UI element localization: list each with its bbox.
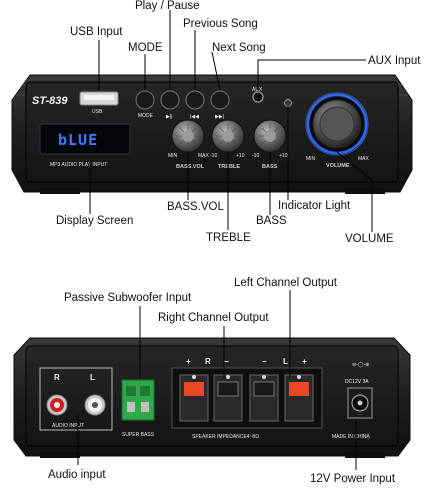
callout-volume: VOLUME [345,233,394,245]
usb-label: USB [92,109,103,115]
bass-min: -10 [252,153,259,159]
callout-display-screen: Display Screen [56,215,133,227]
treble-max: +10 [236,153,245,159]
made-in-label: MADE IN CHINA [332,434,370,440]
treble-knob[interactable] [211,119,245,153]
aux-label: AUX [252,87,263,93]
callout-bass: BASS [256,215,287,227]
audio-input-label: AUDIO INPUT [52,423,84,429]
terminal-mark: + [302,357,307,366]
callout-treble: TREBLE [206,232,251,244]
rca-left-jack[interactable] [84,394,106,416]
super-bass-label: SUPER BASS [122,432,155,438]
callout-aux-input: AUX Input [368,55,421,67]
rca-r-label: R [54,373,60,382]
audio-input-panel [39,367,113,431]
callout-lines [77,10,373,470]
mode-label: MODE [138,113,154,119]
previous-song-button[interactable]: |◀◀ [185,90,205,120]
volume-min: MIN [306,156,316,162]
callout-previous-song: Previous Song [183,18,258,30]
treble-min: -10 [210,153,217,159]
aux-jack[interactable] [252,91,264,103]
callout-usb-input: USB Input [70,26,123,38]
terminal-mark: + [186,357,191,366]
usb-port[interactable] [79,91,119,106]
mode-button[interactable] [135,90,155,110]
bass-vol-max: MAX [198,153,210,159]
dc-power-jack[interactable]: ⊖-◯-⊕ [347,362,373,419]
speaker-terminal[interactable] [284,374,314,422]
callout-indicator-light: Indicator Light [278,200,351,212]
callout-play-pause: Play / Pause [135,0,200,12]
callout-power-input: 12V Power Input [310,473,396,485]
bass-vol-knob[interactable] [171,119,205,153]
callout-right-channel-output: Right Channel Output [158,312,269,324]
speaker-impedance-label: SPEAKER IMPEDANCE4~8Ω [192,434,259,440]
terminal-mark: − [262,357,267,366]
callout-next-song: Next Song [212,42,266,54]
bass-max: +10 [279,153,288,159]
speaker-terminal[interactable] [213,374,243,422]
bass-vol-label: BASS.VOL [176,164,205,170]
speaker-terminal[interactable] [249,374,279,422]
svg-text:▶||: ▶|| [166,114,172,120]
terminal-mark: R [205,357,211,366]
bass-knob[interactable] [253,119,287,153]
lcd-text: bLUE [58,131,98,149]
svg-text:|◀◀: |◀◀ [190,114,199,120]
callout-mode: MODE [128,42,163,54]
svg-text:⊖-◯-⊕: ⊖-◯-⊕ [352,362,369,368]
volume-max: MAX [358,156,370,162]
display-screen [39,123,131,155]
rca-right-jack[interactable] [46,394,68,416]
terminal-mark: L [283,357,288,366]
callout-audio-input: Audio input [48,469,106,481]
callout-left-channel-output: Left Channel Output [234,277,338,289]
terminal-mark: − [224,357,229,366]
mp3-label: MP3 AUDIO PLAY INPUT [50,162,107,168]
callout-bass-vol: BASS.VOL [167,201,224,213]
svg-text:▶▶|: ▶▶| [215,114,224,120]
callout-passive-subwoofer-input: Passive Subwoofer Input [64,292,192,304]
volume-label: VOLUME [326,163,350,169]
volume-knob[interactable] [305,92,369,156]
treble-label: TREBLE [218,164,240,170]
subwoofer-terminal[interactable] [121,379,155,421]
rca-l-label: L [90,373,95,382]
speaker-terminal[interactable] [179,374,209,422]
brand-label: ST-839 [32,95,68,107]
indicator-light [284,99,292,107]
next-song-button[interactable]: ▶▶| [210,90,230,120]
play-pause-button[interactable]: ▶|| [160,90,180,120]
dc-label: DC12V 3A [345,379,369,385]
bass-vol-min: MIN [168,153,178,159]
